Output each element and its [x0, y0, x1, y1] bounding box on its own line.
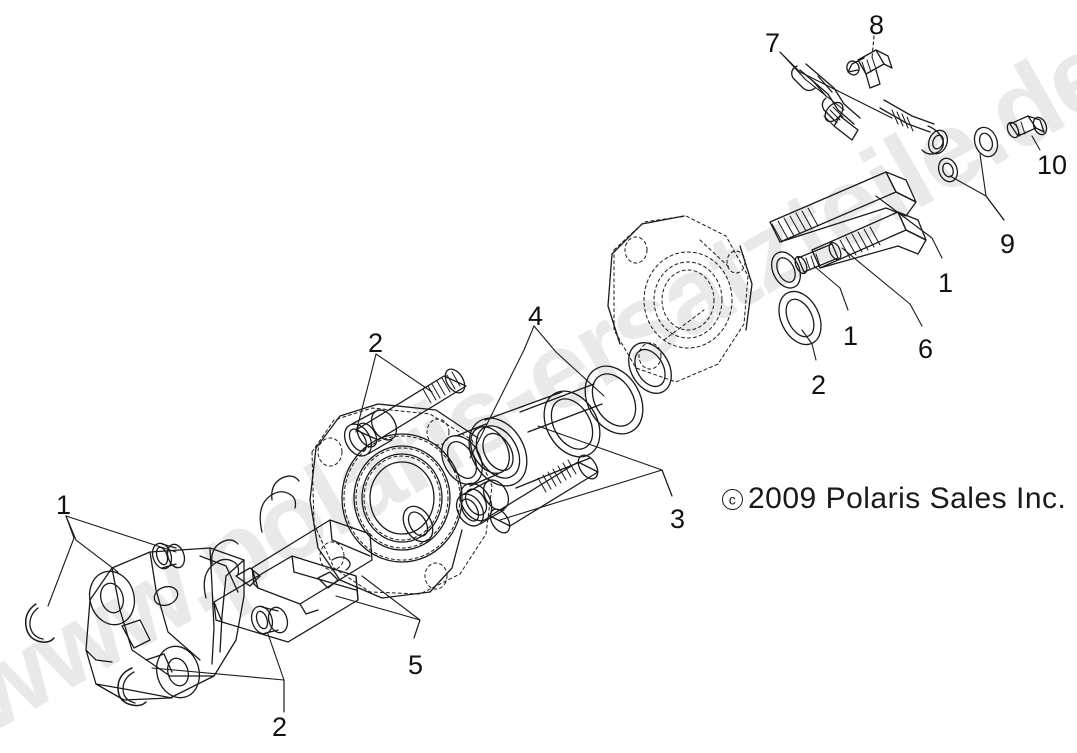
part-slide-pin-upper [355, 368, 467, 448]
part-piston-seal-c [628, 342, 672, 394]
part-brake-pad-outer [251, 519, 373, 605]
part-caliper-piston [468, 383, 603, 489]
part-retaining-clip-lower [117, 667, 147, 707]
thread-band-bolt-upper [771, 207, 819, 243]
part-brake-pad-inner [213, 555, 359, 643]
part-washer-large [778, 290, 822, 346]
part-slide-pin-bushing-upper [343, 409, 398, 457]
leader-lines [47, 35, 1041, 713]
part-union-fitting [794, 241, 842, 275]
hose-crimp-right [891, 109, 914, 132]
part-bolt-upper [769, 171, 917, 243]
copyright-symbol-icon [722, 489, 743, 510]
part-caliper-carrier-visible [309, 403, 479, 599]
part-slide-bushing-a [151, 542, 186, 570]
copyright-notice: 2009 Polaris Sales Inc. [722, 482, 1066, 516]
callout-7: 7 [765, 28, 781, 58]
part-piston-seal-a [441, 423, 510, 487]
part-brake-hose-right [879, 99, 949, 155]
part-caliper-mount-bracket [613, 215, 749, 383]
part-caliper-carrier-hidden [311, 407, 493, 595]
thread-band-bolt-lower [839, 226, 881, 259]
callout-8: 8 [869, 10, 885, 40]
callout-4: 4 [528, 301, 544, 331]
part-bleeder-screw [846, 49, 893, 89]
part-pad-clip-features [299, 556, 351, 615]
callout-3: 3 [670, 504, 686, 534]
callout-1-right: 1 [938, 268, 954, 298]
callout-2-left: 2 [368, 328, 384, 358]
part-seal-small-bottom [402, 505, 434, 543]
callout-2-bottom: 2 [272, 712, 288, 742]
callout-1-mid: 1 [843, 321, 859, 351]
callout-9: 9 [1000, 229, 1016, 259]
callout-2-right: 2 [811, 370, 827, 400]
part-brake-pad-backing-inner [203, 539, 261, 599]
part-bolt-lower [811, 211, 927, 269]
part-washer-small [771, 251, 801, 289]
thread-band-upper [422, 371, 461, 404]
part-copper-washer-b [973, 126, 999, 158]
part-seal-small-lower [459, 482, 493, 522]
hose-crimp-left [823, 106, 844, 127]
callout-1-left: 1 [56, 490, 72, 520]
callout-5: 5 [408, 650, 424, 680]
callout-6: 6 [918, 334, 934, 364]
copyright-text: 2009 Polaris Sales Inc. [748, 482, 1067, 515]
thread-band-lower [537, 459, 577, 493]
part-slide-bushing-b [250, 605, 289, 635]
part-retaining-clip-upper [24, 603, 55, 643]
part-caliper-body [85, 547, 245, 701]
part-brake-pad-backing-outer [259, 475, 300, 533]
callout-10: 10 [1037, 150, 1068, 180]
part-union-nut [1006, 115, 1048, 139]
part-caliper-mount-bracket-outline [607, 215, 753, 345]
part-piston-seal-b [584, 365, 644, 435]
part-slide-pin-lower [489, 454, 599, 534]
